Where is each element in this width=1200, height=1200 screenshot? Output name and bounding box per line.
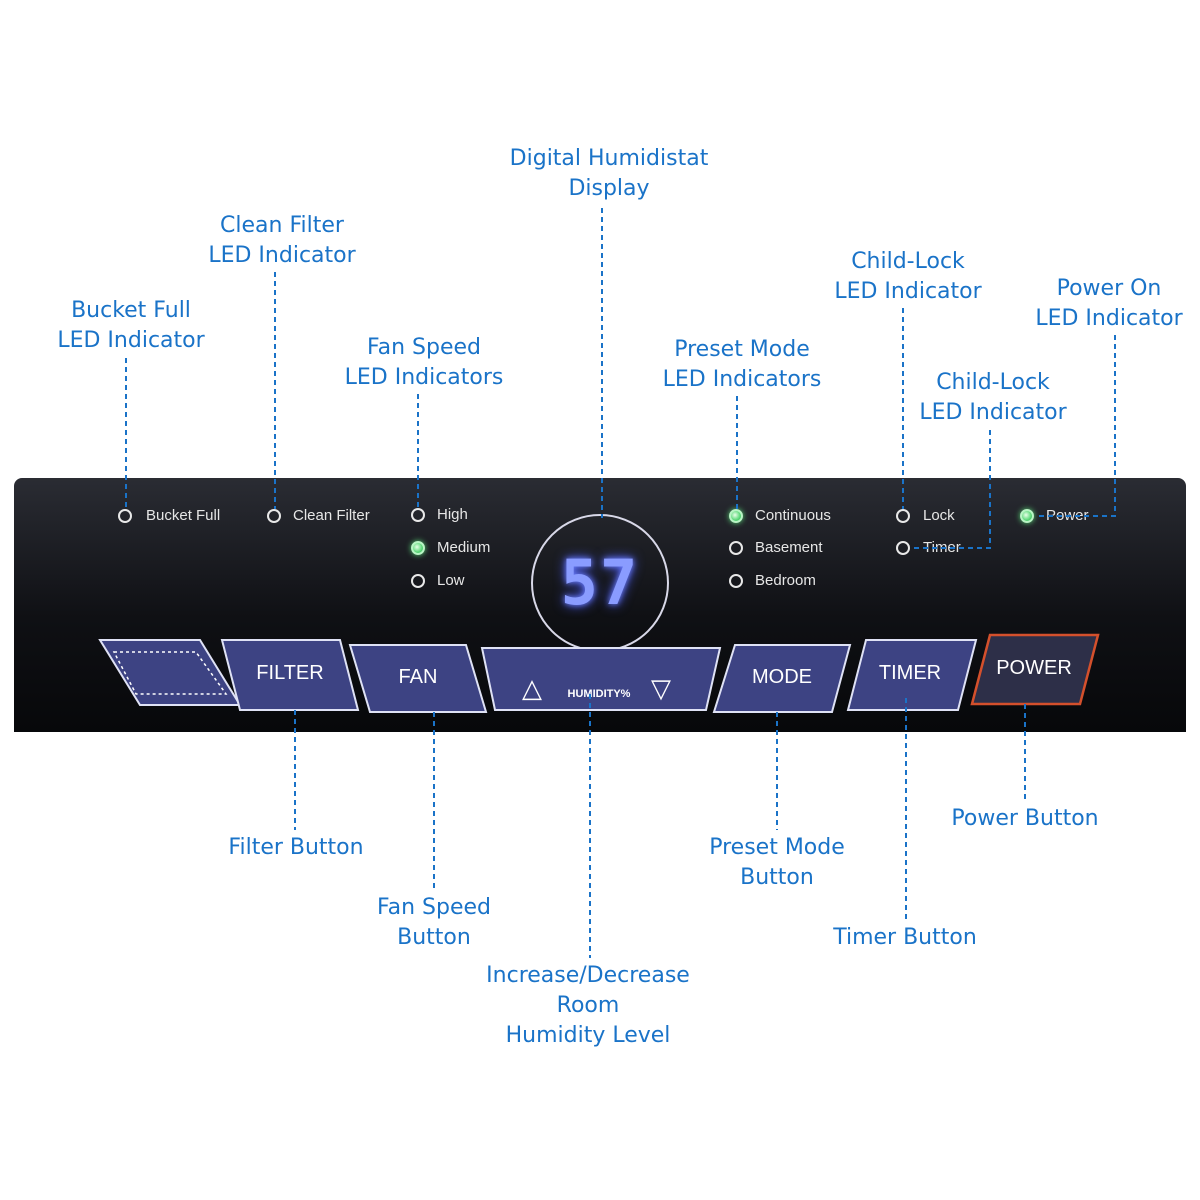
power-button-label: POWER bbox=[996, 657, 1072, 679]
lock-label: Lock bbox=[923, 507, 955, 524]
bedroom-led bbox=[729, 574, 743, 588]
humidity-button-label: HUMIDITY% bbox=[567, 688, 631, 700]
fan-high-led bbox=[411, 508, 425, 522]
callout-child-lock-led-upper: Child-Lock LED Indicator bbox=[834, 249, 982, 304]
humidity-readout: 57 bbox=[560, 546, 640, 619]
continuous-led bbox=[729, 509, 743, 523]
callout-humidity-buttons: Increase/Decrease Room Humidity Level bbox=[486, 963, 690, 1048]
power-button[interactable] bbox=[970, 633, 1100, 706]
callout-bucket-full-led: Bucket Full LED Indicator bbox=[57, 298, 205, 353]
fan-button-label: FAN bbox=[398, 666, 438, 688]
bucket-full-label: Bucket Full bbox=[146, 507, 221, 524]
filter-button[interactable] bbox=[220, 639, 360, 711]
triangle-up-icon[interactable]: △ bbox=[522, 674, 542, 704]
callout-clean-filter-led: Clean Filter LED Indicator bbox=[208, 213, 356, 268]
leader-child-lock-lower bbox=[912, 430, 991, 549]
continuous-label: Continuous bbox=[755, 507, 831, 524]
callout-timer-button: Timer Button bbox=[833, 925, 977, 950]
callout-preset-mode-button: Preset Mode Button bbox=[709, 835, 845, 890]
power-led bbox=[1020, 509, 1034, 523]
humidity-button[interactable] bbox=[480, 647, 722, 711]
mode-button-label: MODE bbox=[752, 666, 812, 688]
callout-filter-button: Filter Button bbox=[228, 835, 364, 860]
fan-high-label: High bbox=[437, 506, 468, 523]
fan-low-led bbox=[411, 574, 425, 588]
leader-power-led bbox=[1036, 335, 1116, 517]
mode-button[interactable] bbox=[712, 644, 852, 713]
fan-medium-label: Medium bbox=[437, 539, 491, 556]
lock-led bbox=[896, 509, 910, 523]
callout-child-lock-led-lower: Child-Lock LED Indicator bbox=[919, 370, 1067, 425]
basement-led bbox=[729, 541, 743, 555]
bucket-full-led bbox=[118, 509, 132, 523]
callout-preset-mode-leds: Preset Mode LED Indicators bbox=[662, 337, 822, 392]
callout-digital-humidistat-display: Digital Humidistat Display bbox=[509, 146, 709, 201]
filter-button-label: FILTER bbox=[256, 662, 324, 684]
fan-medium-led bbox=[411, 541, 425, 555]
callout-fan-speed-button: Fan Speed Button bbox=[376, 895, 492, 950]
clean-filter-led bbox=[267, 509, 281, 523]
timer-button[interactable] bbox=[846, 639, 978, 711]
fan-button[interactable] bbox=[348, 644, 488, 713]
callout-power-on-led: Power On LED Indicator bbox=[1035, 276, 1183, 331]
timer-led bbox=[896, 541, 910, 555]
callout-power-button: Power Button bbox=[951, 806, 1099, 831]
bedroom-label: Bedroom bbox=[755, 572, 816, 589]
basement-label: Basement bbox=[755, 539, 823, 556]
triangle-down-icon[interactable]: ▽ bbox=[651, 674, 671, 704]
dotted-button-outline bbox=[112, 651, 228, 695]
clean-filter-label: Clean Filter bbox=[293, 507, 370, 524]
callout-fan-speed-leds: Fan Speed LED Indicators bbox=[344, 335, 504, 390]
fan-low-label: Low bbox=[437, 572, 465, 589]
timer-button-label: TIMER bbox=[878, 662, 942, 684]
